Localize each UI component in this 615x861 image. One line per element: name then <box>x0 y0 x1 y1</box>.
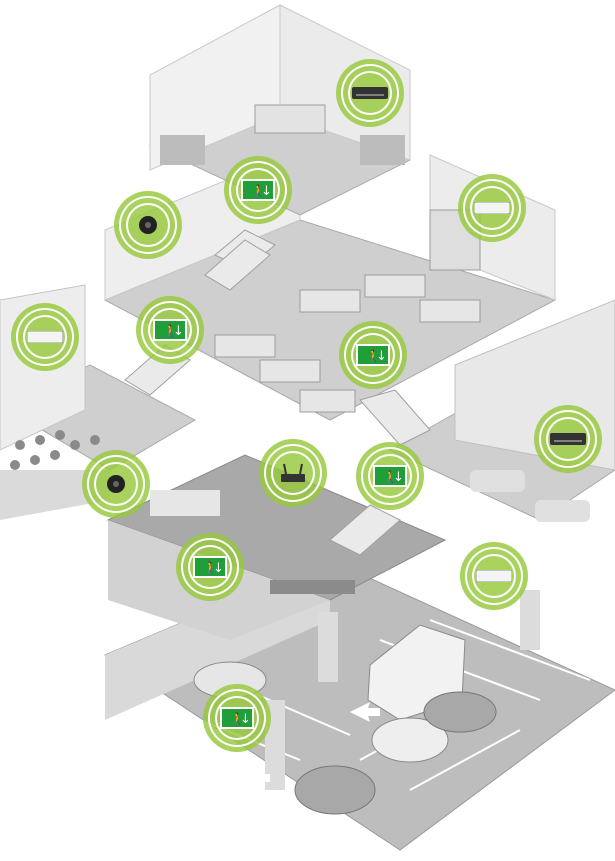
svg-text:↓: ↓ <box>240 712 251 727</box>
direction-arrow <box>350 702 380 722</box>
office-desk <box>254 104 326 134</box>
air-conditioner-light-icon[interactable] <box>458 174 526 242</box>
parked-car <box>294 765 376 815</box>
exit-sign-icon[interactable]: 🚶↓ <box>224 156 292 224</box>
exit-sign-icon[interactable]: 🚶↓ <box>176 533 244 601</box>
air-conditioner-dark-icon[interactable] <box>534 405 602 473</box>
svg-text:↓: ↓ <box>173 324 184 339</box>
cabinet <box>160 135 205 165</box>
parked-car <box>423 691 497 733</box>
lounge-sofa <box>535 500 590 522</box>
smoke-detector-icon[interactable] <box>114 191 182 259</box>
svg-text:🚶: 🚶 <box>366 349 381 363</box>
exit-sign-icon[interactable]: 🚶↓ <box>136 296 204 364</box>
svg-text:↓: ↓ <box>376 349 387 364</box>
air-conditioner-light-icon[interactable] <box>460 542 528 610</box>
lobby-bench <box>270 580 355 594</box>
svg-text:🚶: 🚶 <box>203 561 218 575</box>
direction-arrow <box>240 768 270 788</box>
exit-sign-icon[interactable]: 🚶↓ <box>356 442 424 510</box>
lounge-sofa <box>470 470 525 492</box>
parked-car <box>371 717 449 763</box>
air-conditioner-light-icon[interactable] <box>11 303 79 371</box>
svg-text:🚶: 🚶 <box>230 712 245 726</box>
svg-text:🚶: 🚶 <box>163 324 178 338</box>
cabinet <box>360 135 405 165</box>
svg-text:↓: ↓ <box>213 561 224 576</box>
svg-text:↓: ↓ <box>393 470 404 485</box>
parking-pillar <box>520 590 540 650</box>
lobby-level <box>106 299 615 640</box>
parking-pillar <box>318 612 338 682</box>
svg-text:🚶: 🚶 <box>251 184 266 198</box>
router-icon[interactable] <box>259 439 327 507</box>
svg-text:↓: ↓ <box>261 184 272 199</box>
reception-desk <box>150 490 220 516</box>
svg-text:🚶: 🚶 <box>383 470 398 484</box>
exit-sign-icon[interactable]: 🚶↓ <box>339 321 407 389</box>
exit-sign-icon[interactable]: 🚶↓ <box>203 684 271 752</box>
smoke-detector-icon[interactable] <box>82 450 150 518</box>
air-conditioner-dark-icon[interactable] <box>336 59 404 127</box>
